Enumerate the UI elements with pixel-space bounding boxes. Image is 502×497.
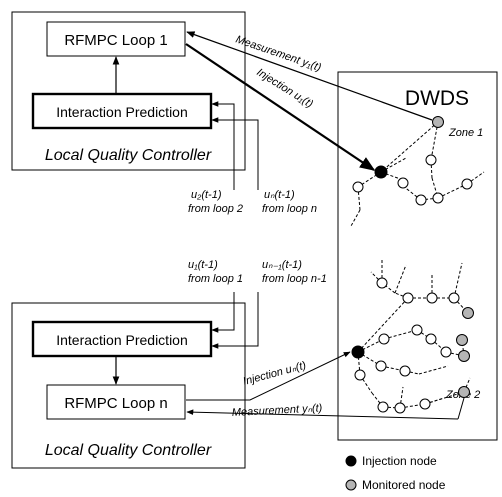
- network-node: [426, 292, 438, 304]
- legend-injection-label: Injection node: [362, 454, 437, 468]
- bottom-rfmpc-label: RFMPC Loop n: [64, 395, 167, 412]
- network-node: [415, 194, 427, 206]
- network-node: [411, 324, 423, 336]
- network-node: [376, 277, 388, 289]
- network-node: [377, 401, 389, 413]
- legend-monitored-label: Monitored node: [362, 478, 446, 492]
- network-node: [354, 369, 366, 381]
- measurement-n-label: Measurement yₙ(t): [232, 402, 323, 419]
- bottom-prediction-label: Interaction Prediction: [56, 332, 188, 348]
- bottom-input-b-line1: uₙ₋₁(t-1): [262, 259, 302, 271]
- network-node: [378, 333, 390, 345]
- network-node: [352, 181, 364, 193]
- monitored-node: [456, 334, 468, 346]
- top-input-a-line1: u₂(t-1): [191, 189, 222, 201]
- bottom-rfmpc-box: [46, 384, 186, 420]
- network-node: [425, 154, 437, 166]
- zone-2-monitored-node: [458, 386, 470, 398]
- top-rfmpc-box: [46, 21, 186, 57]
- network-node: [397, 177, 409, 189]
- bottom-prediction-box: [31, 320, 213, 358]
- dwds-frame: [337, 71, 498, 441]
- monitored-node: [462, 307, 474, 319]
- top-input-a-line2: from loop 2: [188, 203, 243, 215]
- network-node: [440, 346, 452, 358]
- top-prediction-box: [31, 92, 213, 130]
- bottom-controller-caption: Local Quality Controller: [45, 442, 212, 459]
- network-node: [425, 333, 437, 345]
- bottom-input-a-arrow: [211, 292, 235, 333]
- network-node: [448, 292, 460, 304]
- network-node: [394, 402, 406, 414]
- bottom-input-b-line2: from loop n-1: [262, 273, 327, 285]
- measurement-n-arrow: [186, 409, 459, 420]
- top-controller-frame: [11, 11, 246, 171]
- network-node: [402, 292, 414, 304]
- injection-n-label: Injection uₙ(t): [242, 359, 308, 387]
- legend-monitored-swatch: [345, 479, 357, 491]
- bottom-input-a-line2: from loop 1: [188, 273, 243, 285]
- zone-1-monitored-node: [432, 116, 444, 128]
- top-input-b-line1: uₙ(t-1): [264, 189, 295, 201]
- bottom-controller-frame: [11, 302, 246, 469]
- measurement-1-arrow: [186, 31, 433, 121]
- network-node: [432, 192, 444, 204]
- injection-1-arrow: [185, 43, 376, 171]
- network-node: [399, 365, 411, 377]
- top-controller-caption: Local Quality Controller: [45, 147, 212, 164]
- injection-1-label: Injection u₁(t): [254, 66, 315, 110]
- zone-2-injection-node: [351, 345, 365, 359]
- network-node: [461, 178, 473, 190]
- measurement-n-tap: [457, 397, 465, 420]
- bottom-input-a-line1: u₁(t-1): [188, 259, 218, 271]
- zone-1-label: Zone 1: [448, 127, 483, 139]
- network-node: [375, 360, 387, 372]
- network-node: [419, 398, 431, 410]
- legend-injection-swatch: [345, 455, 357, 467]
- dwds-label: DWDS: [405, 87, 469, 110]
- injection-n-arrow: [186, 351, 351, 401]
- zone-1-injection-node: [374, 165, 388, 179]
- top-input-b-line2: from loop n: [262, 203, 317, 215]
- bottom-input-b-arrow: [211, 292, 259, 349]
- top-rfmpc-label: RFMPC Loop 1: [64, 32, 167, 49]
- monitored-node: [458, 350, 470, 362]
- top-input-b-arrow: [211, 117, 259, 190]
- top-input-a-arrow: [211, 101, 235, 190]
- zone-2-nodes: [351, 277, 474, 414]
- zone-1-nodes: [352, 116, 473, 206]
- top-prediction-label: Interaction Prediction: [56, 104, 188, 120]
